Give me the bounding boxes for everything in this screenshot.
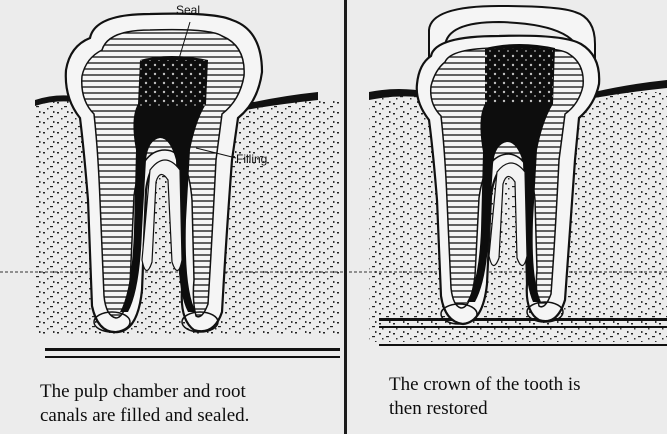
tooth-illustration-right [349,0,667,434]
bottom-band [379,318,667,321]
filling-speckle [485,48,553,104]
bottom-band [45,348,340,351]
caption-left: The pulp chamber and root canals are fil… [40,380,340,428]
panel-divider [344,0,347,434]
tooth-illustration-left [0,0,345,434]
panel-filled-sealed: Seal Filling The pulp chamber and root c… [0,0,345,434]
panel-restored: The crown of the tooth is then restored [349,0,667,434]
bottom-band [45,356,340,358]
filling-label: Filling [236,152,267,166]
filling-speckle [140,60,208,106]
caption-right: The crown of the tooth is then restored [389,373,667,421]
bottom-band [379,326,667,328]
bottom-band [379,344,667,346]
seal-label: Seal [176,3,200,17]
